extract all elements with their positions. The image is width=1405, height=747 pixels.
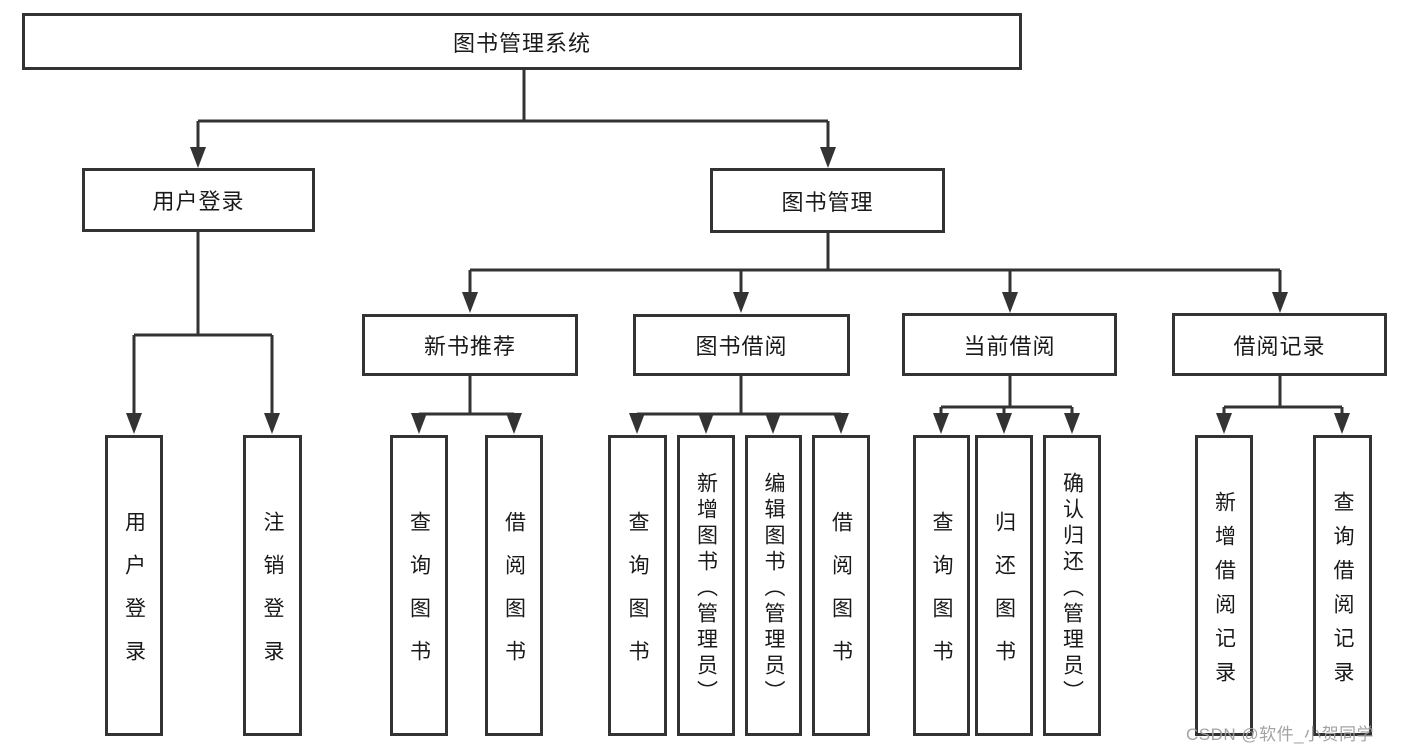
leaf-borrow-books: 借阅图书: [812, 435, 870, 736]
node-current-borrowing-label: 当前借阅: [963, 333, 1056, 359]
leaf-query-books-borrow-label: 查询图书: [626, 510, 649, 683]
leaf-query-borrow-record-label: 查询借阅记录: [1331, 490, 1354, 695]
node-book-borrowing-label: 图书借阅: [695, 334, 788, 359]
leaf-confirm-return-admin-label: 确认归还（管理员）: [1060, 471, 1084, 706]
leaf-confirm-return-admin: 确认归还（管理员）: [1043, 435, 1101, 736]
node-root-system: 图书管理系统: [22, 13, 1022, 70]
node-user-login-label: 用户登录: [152, 189, 245, 214]
leaf-query-books-borrow: 查询图书: [608, 435, 667, 736]
node-book-management: 图书管理: [710, 168, 945, 233]
node-user-login: 用户登录: [82, 168, 315, 232]
watermark: CSDN @软件_小贺同学: [1186, 725, 1375, 744]
node-new-book-recommendation: 新书推荐: [362, 314, 578, 376]
node-book-management-label: 图书管理: [781, 189, 874, 215]
leaf-return-books: 归还图书: [975, 435, 1033, 736]
node-new-book-recommendation-label: 新书推荐: [423, 334, 516, 359]
leaf-borrow-books-label: 借阅图书: [829, 510, 853, 683]
leaf-add-books-admin-label: 新增图书（管理员）: [694, 471, 718, 706]
node-root-label: 图书管理系统: [452, 30, 591, 56]
leaf-user-login-label: 用户登录: [122, 510, 146, 683]
leaf-add-borrow-record-label: 新增借阅记录: [1212, 490, 1236, 695]
leaf-query-books-recommend-label: 查询图书: [407, 510, 431, 683]
leaf-borrow-books-recommend: 借阅图书: [485, 435, 543, 736]
leaf-query-borrow-record: 查询借阅记录: [1313, 435, 1372, 736]
leaf-add-books-admin: 新增图书（管理员）: [677, 435, 735, 736]
leaf-query-books-current: 查询图书: [913, 435, 970, 736]
leaf-edit-books-admin-label: 编辑图书（管理员）: [762, 471, 785, 706]
leaf-borrow-books-recommend-label: 借阅图书: [502, 510, 526, 683]
node-borrowing-records: 借阅记录: [1172, 313, 1387, 376]
leaf-logout: 注销登录: [243, 435, 302, 736]
leaf-query-books-current-label: 查询图书: [930, 510, 953, 683]
node-current-borrowing: 当前借阅: [902, 313, 1117, 376]
leaf-edit-books-admin: 编辑图书（管理员）: [745, 435, 802, 736]
leaf-logout-label: 注销登录: [261, 510, 284, 683]
leaf-return-books-label: 归还图书: [992, 510, 1016, 683]
leaf-query-books-recommend: 查询图书: [390, 435, 448, 736]
node-borrowing-records-label: 借阅记录: [1233, 333, 1326, 359]
leaf-user-login: 用户登录: [105, 435, 163, 736]
leaf-add-borrow-record: 新增借阅记录: [1195, 435, 1253, 736]
node-book-borrowing: 图书借阅: [633, 314, 850, 376]
